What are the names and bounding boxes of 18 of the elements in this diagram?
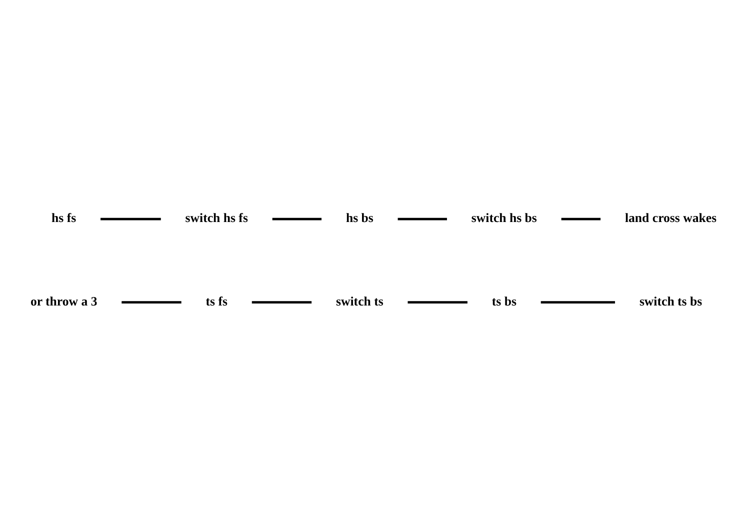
node-text: switch hs bs bbox=[471, 212, 537, 226]
connector bbox=[272, 218, 322, 221]
connector bbox=[560, 218, 601, 221]
connector bbox=[251, 301, 312, 304]
connector bbox=[397, 218, 448, 221]
connector bbox=[540, 301, 616, 304]
connector bbox=[100, 218, 162, 221]
node-text: switch ts bbox=[336, 295, 384, 310]
connector bbox=[407, 301, 468, 304]
node-text: switch ts bs bbox=[639, 295, 702, 310]
node-text: land cross wakes bbox=[624, 212, 717, 226]
node-text: ts fs bbox=[206, 295, 228, 310]
node-text: hs fs bbox=[52, 212, 76, 226]
node-text: or throw a 3 bbox=[30, 295, 98, 310]
node-text: ts bs bbox=[492, 295, 516, 310]
connector bbox=[121, 301, 182, 304]
node-text: switch hs fs bbox=[185, 212, 248, 226]
node-text: hs bs bbox=[346, 212, 374, 226]
